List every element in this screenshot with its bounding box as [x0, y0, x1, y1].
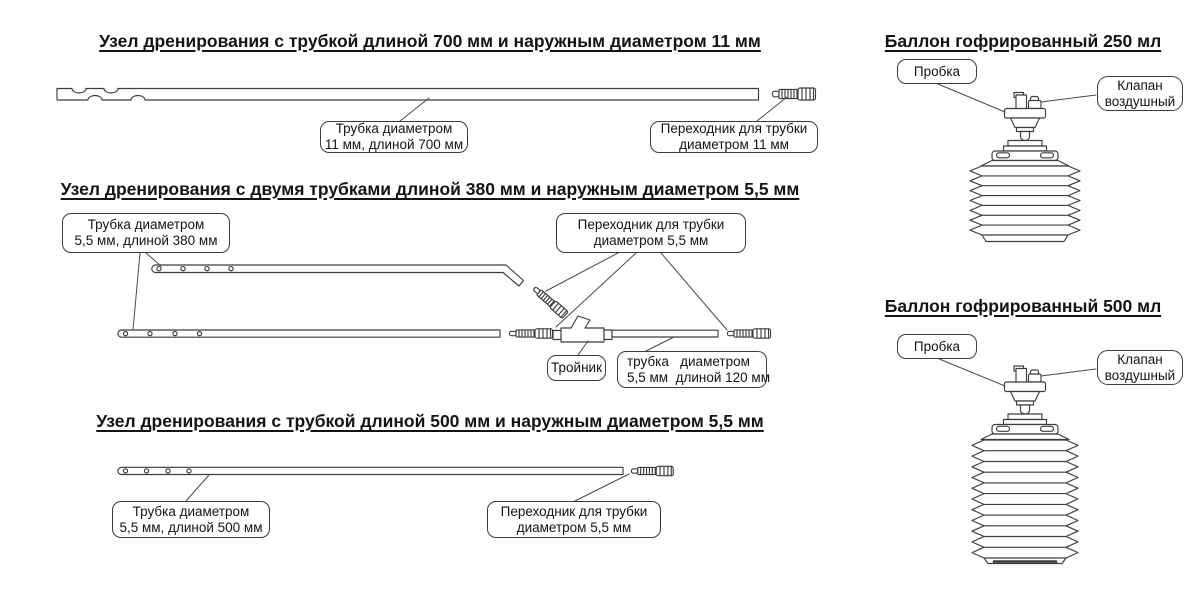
adapter-5.5mm — [630, 465, 674, 477]
callout-line: Пробка — [913, 63, 961, 79]
bellows-body — [971, 439, 1079, 565]
callout-line: 11 мм, длиной 700 мм — [324, 137, 464, 152]
adapter-11mm — [771, 87, 817, 101]
callout-line: Переходник для трубки — [577, 217, 725, 232]
drawing-drainage-500 — [117, 465, 674, 502]
bellows-folds — [981, 175, 1069, 236]
callout-line: Тройник — [551, 360, 602, 375]
callout-line: Трубка диаметром — [335, 121, 453, 136]
tube-700mm — [56, 87, 760, 101]
tube-holes — [156, 266, 234, 272]
callout-line: трубка диаметром — [627, 353, 750, 369]
callout-air-valve-250: Клапан воздушный — [1097, 76, 1183, 111]
callout-line: Трубка диаметром — [87, 217, 205, 232]
tube-380mm-upper — [151, 264, 525, 287]
tee-outlet — [603, 329, 613, 341]
leader-line — [185, 473, 630, 502]
callout-line: 5,5 мм, длиной 500 мм — [119, 519, 263, 535]
callout-line: Переходник для трубки — [660, 121, 808, 136]
tube-500mm — [117, 466, 624, 476]
callout-line: Переходник для трубки — [500, 503, 648, 519]
balloon-valve-assembly — [980, 365, 1070, 441]
tee-fitting — [560, 315, 605, 343]
callout-line: Клапан — [1117, 77, 1163, 93]
callout-line: воздушный — [1104, 93, 1176, 109]
callout-tube-380: Трубка диаметром 5,5 мм, длиной 380 мм — [62, 213, 230, 253]
balloon500-title: Баллон гофрированный 500 мл — [884, 296, 1162, 316]
callout-line: диаметром 5,5 мм — [516, 519, 632, 535]
callout-line: 5,5 мм длиной 120 мм — [627, 369, 770, 385]
section3-title: Узел дренирования с трубкой длиной 500 м… — [96, 411, 764, 431]
adapter-5.5mm-left — [508, 328, 554, 339]
callout-tube-500: Трубка диаметром 5,5 мм, длиной 500 мм — [112, 501, 270, 538]
callout-adapter-11: Переходник для трубки диаметром 11 мм — [650, 121, 818, 153]
callout-line: Пробка — [913, 338, 961, 354]
callout-tube-700: Трубка диаметром 11 мм, длиной 700 мм — [320, 121, 468, 153]
bellows-body — [969, 165, 1081, 243]
callout-line: воздушный — [1104, 367, 1176, 383]
section1-title: Узел дренирования с трубкой длиной 700 м… — [99, 31, 761, 51]
tube-120mm — [611, 329, 719, 338]
bellows-folds — [983, 450, 1067, 559]
adapter-5.5mm-angled — [530, 284, 569, 320]
adapter-5.5mm-right — [726, 328, 772, 339]
leader-line — [132, 252, 728, 356]
callout-stopper-500: Пробка — [897, 334, 977, 359]
callout-tee: Тройник — [547, 355, 606, 381]
callout-line: Клапан — [1117, 351, 1163, 367]
leader-line — [937, 83, 1097, 113]
callout-air-valve-500: Клапан воздушный — [1097, 350, 1183, 385]
tube-holes — [122, 468, 192, 474]
tee-inlet — [552, 329, 562, 341]
callout-adapter-5.5: Переходник для трубки диаметром 5,5 мм — [556, 213, 746, 253]
balloon250-title: Баллон гофрированный 250 мл — [884, 31, 1162, 51]
balloon-valve-assembly — [980, 91, 1070, 167]
leader-line — [399, 96, 788, 122]
callout-adapter-500: Переходник для трубки диаметром 5,5 мм — [487, 501, 661, 538]
leader-line — [937, 358, 1097, 387]
callout-line: диаметром 11 мм — [679, 137, 789, 152]
drawing-drainage-380 — [117, 252, 772, 356]
tube-380mm-lower — [117, 329, 501, 338]
drawing-balloon-500 — [937, 358, 1097, 565]
callout-line: диаметром 5,5 мм — [593, 233, 709, 248]
tube-holes — [122, 330, 203, 337]
callout-tube-120: трубка диаметром 5,5 мм длиной 120 мм — [617, 351, 770, 388]
drawing-balloon-250 — [937, 83, 1097, 243]
callout-stopper-250: Пробка — [897, 59, 977, 84]
callout-line: Трубка диаметром — [132, 503, 250, 519]
drawing-drainage-700 — [56, 87, 817, 122]
section2-title: Узел дренирования с двумя трубками длино… — [60, 179, 800, 199]
callout-line: 5,5 мм, длиной 380 мм — [74, 233, 218, 248]
